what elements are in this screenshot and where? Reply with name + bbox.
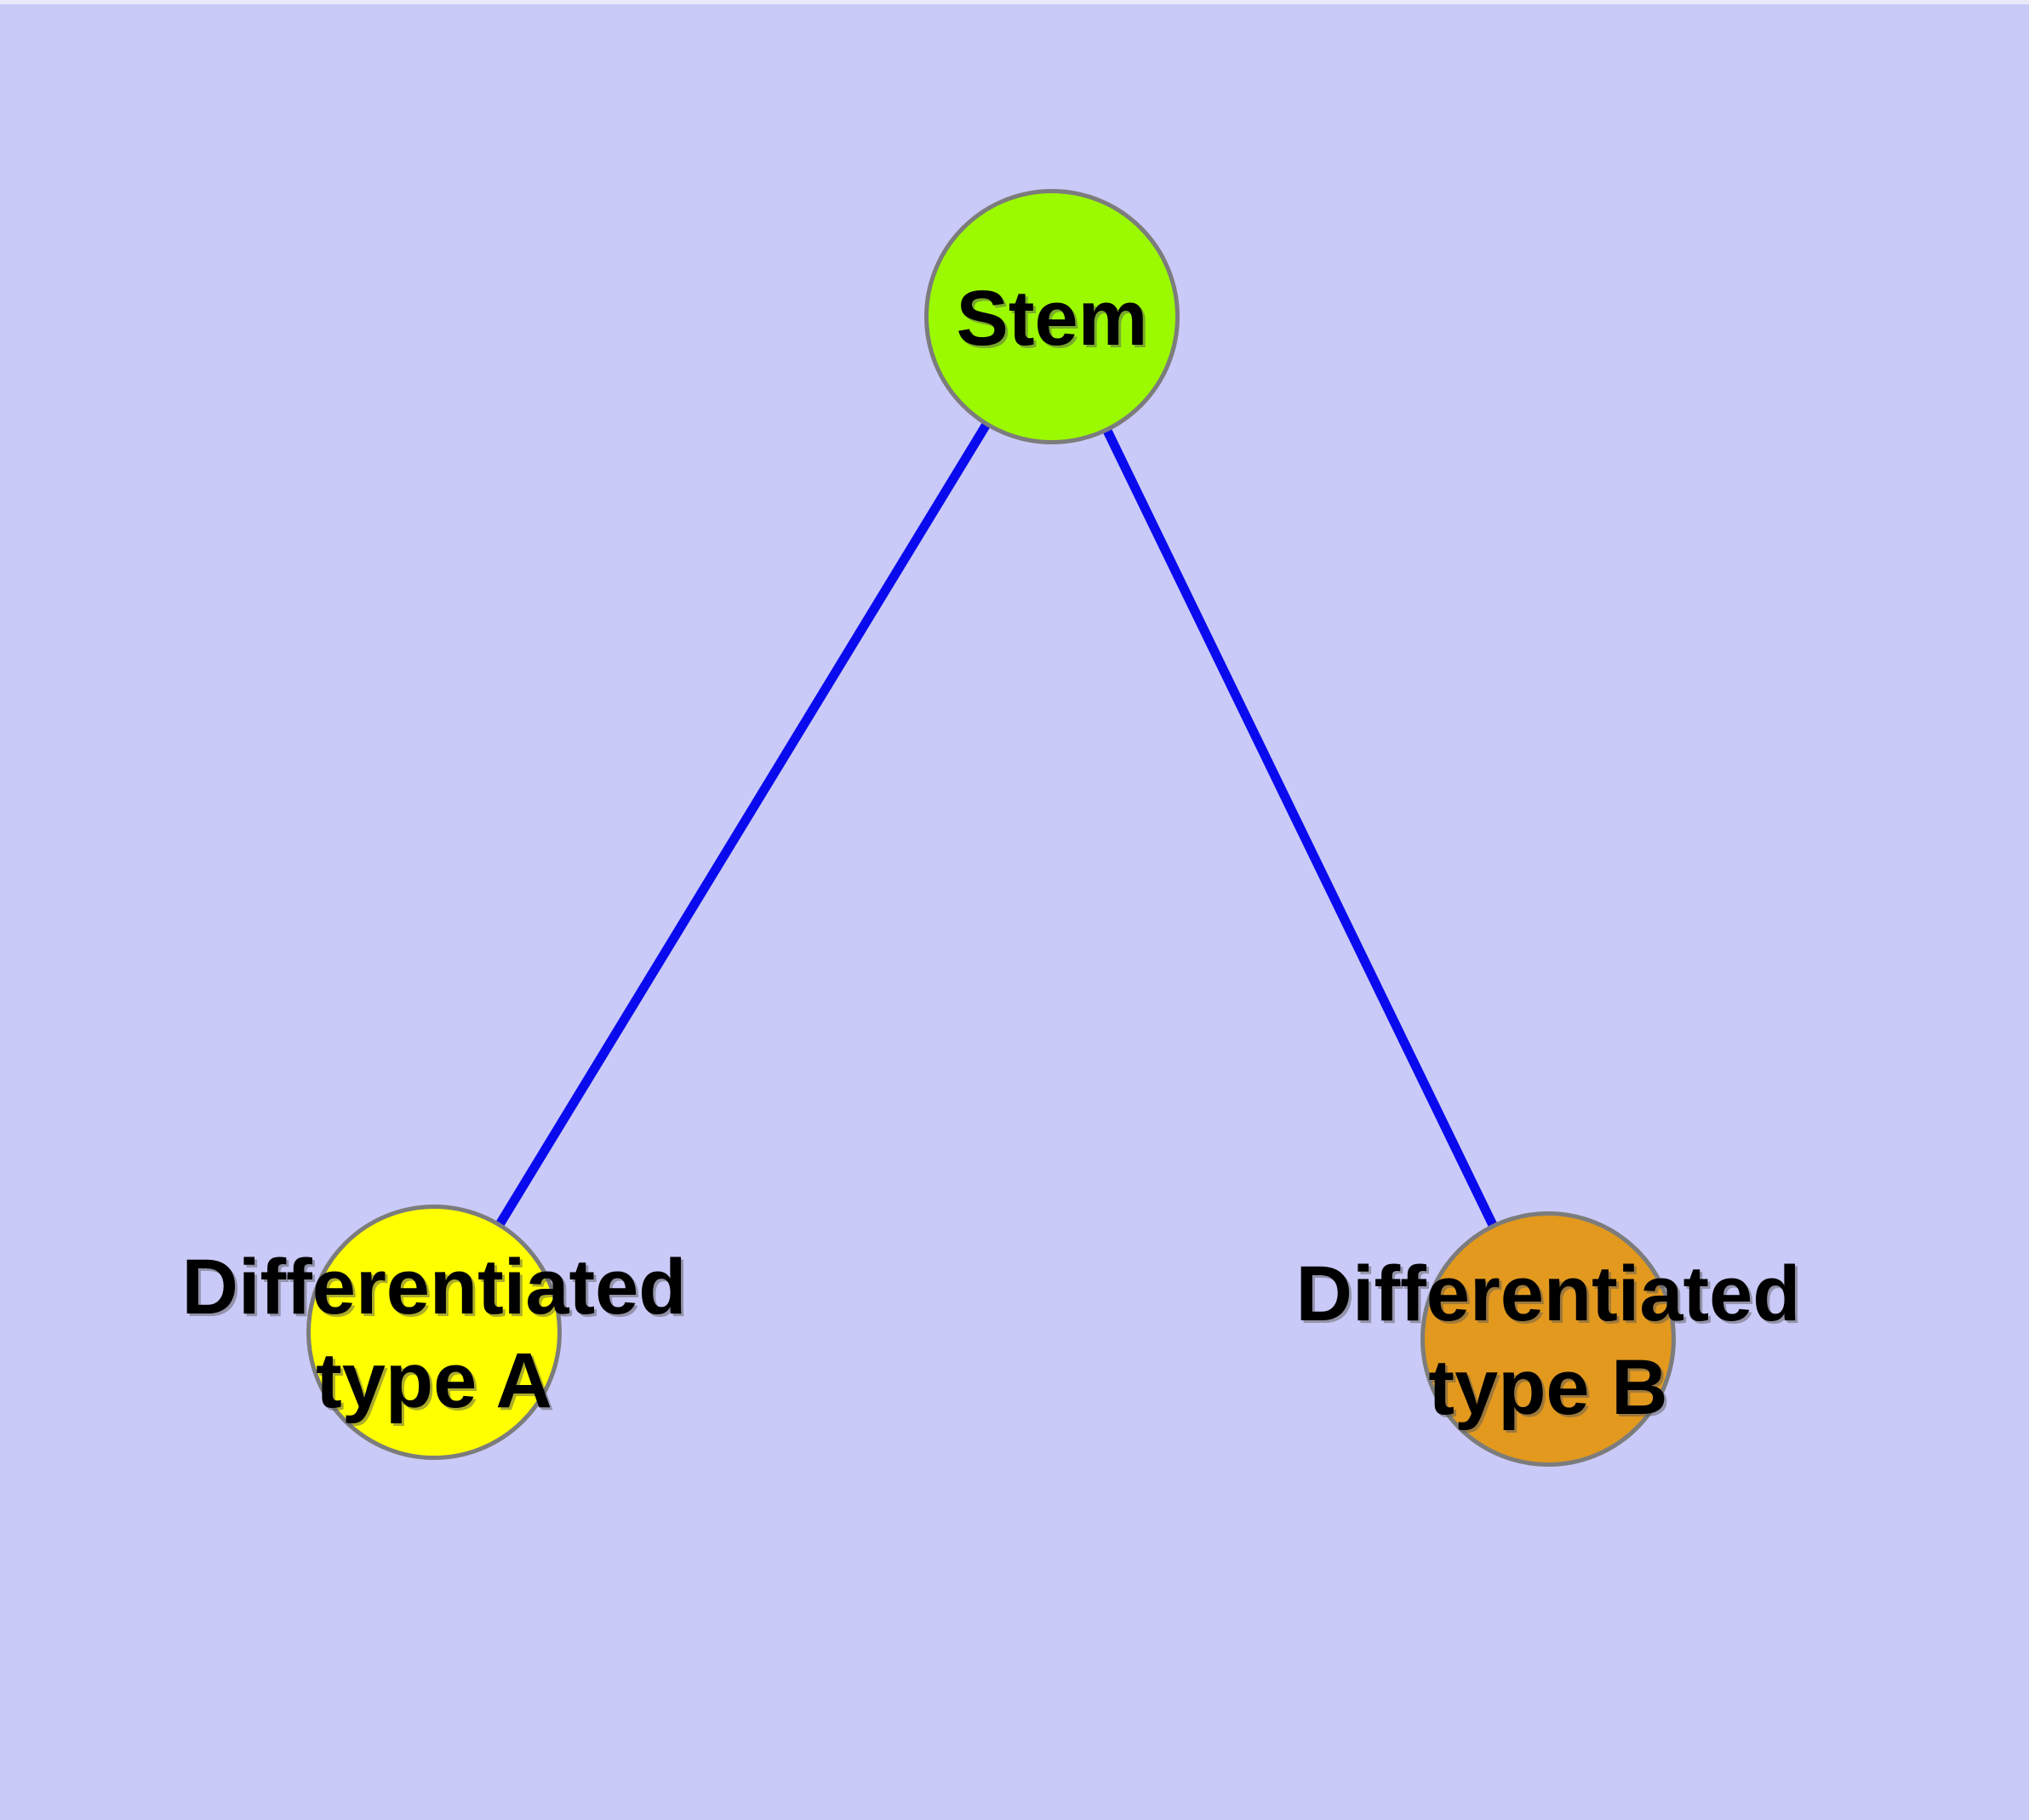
node-label-line: Differentiated (1299, 1253, 1803, 1340)
node-circle-stem (924, 189, 1180, 444)
node-label-stem: Stem (957, 275, 1148, 362)
node-label-line: Differentiated (185, 1246, 689, 1333)
node-label-line: Stem (959, 278, 1151, 364)
edge-stem-to-diff-type-b (1048, 314, 1552, 1342)
edges-layer (430, 314, 1552, 1342)
node-label-line: type A (316, 1337, 552, 1424)
node-label-diff-type-b-shadow: Differentiated type B (1299, 1253, 1803, 1434)
node-label-line: type B (1431, 1347, 1670, 1434)
node-label-line: Differentiated (182, 1244, 687, 1331)
node-label-line: Differentiated (1296, 1251, 1801, 1337)
node-label-line: type A (318, 1340, 555, 1427)
node-circle-diff-type-b (1420, 1211, 1676, 1467)
top-edge-strip (0, 0, 2029, 4)
node-label-line: Stem (957, 275, 1148, 362)
edge-stem-to-diff-type-a (430, 314, 1056, 1335)
node-label-diff-type-b: Differentiated type B (1296, 1251, 1801, 1431)
node-circle-diff-type-a (306, 1205, 562, 1460)
node-label-line: type B (1428, 1344, 1667, 1431)
node-label-stem-shadow: Stem (959, 278, 1151, 364)
